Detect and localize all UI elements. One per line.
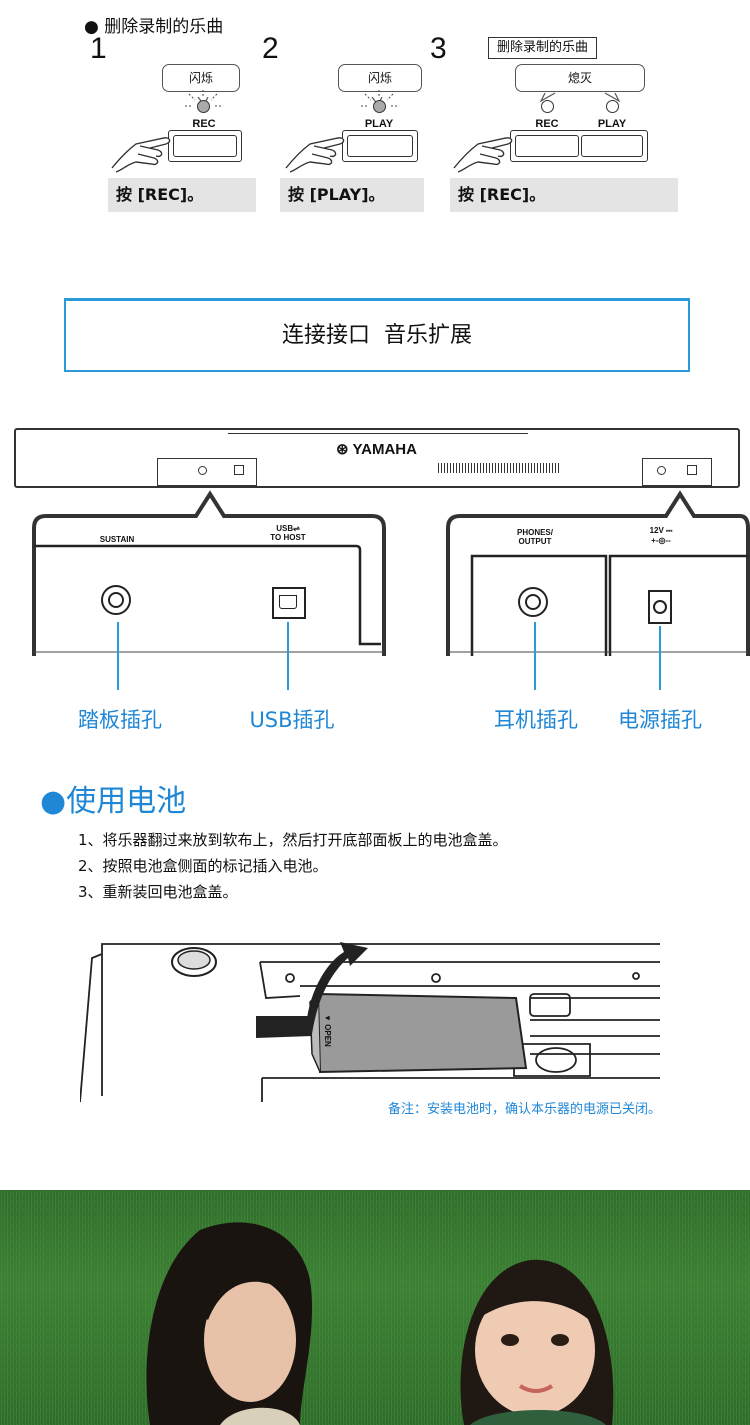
usb-symbol-icon: ⇌ [293, 524, 300, 533]
phones-port-label: 耳机插孔 [494, 708, 578, 732]
usb-port-icon [234, 465, 244, 475]
button-frame [510, 130, 648, 162]
section-banner: 连接接口 音乐扩展 [64, 298, 690, 372]
rec-button-label: REC [535, 118, 559, 130]
rec-button[interactable] [173, 135, 237, 157]
instruction-line: 2、按照电池盒侧面的标记插入电池。 [78, 857, 328, 875]
sustain-jack-icon [198, 466, 207, 475]
play-lamp-icon [606, 100, 619, 113]
battery-compartment-illustration [79, 936, 660, 1110]
polarity-icon: +-◎-- [651, 536, 671, 545]
leader-line [659, 626, 661, 690]
dc-in-jack[interactable] [648, 590, 672, 624]
leader-line [534, 622, 536, 690]
left-zoom-callout [26, 488, 386, 662]
battery-section-title: ●使用电池 [40, 784, 187, 819]
play-lamp-icon [373, 100, 386, 113]
phones-jack-icon [657, 466, 666, 475]
step-number: 2 [262, 32, 279, 65]
play-button-label: PLAY [364, 118, 394, 130]
phones-output-jack[interactable] [518, 587, 548, 617]
sustain-jack[interactable] [101, 585, 131, 615]
right-jack-recess [642, 458, 712, 486]
status-bubble: 闪烁 [162, 64, 240, 92]
rec-lamp-icon [197, 100, 210, 113]
delete-song-heading: ● 删除录制的乐曲 [84, 17, 224, 37]
rec-button[interactable] [515, 135, 579, 157]
button-frame [168, 130, 242, 162]
leader-line [117, 622, 119, 690]
instruction-line: 1、将乐器翻过来放到软布上，然后打开底部面板上的电池盒盖。 [78, 831, 508, 849]
play-button[interactable] [581, 135, 643, 157]
bubble-pointer [515, 90, 645, 109]
status-bubble: 闪烁 [338, 64, 422, 92]
instruction-box: 按 [PLAY]。 [280, 178, 424, 212]
lcd-title-box: 删除录制的乐曲 [488, 37, 598, 59]
yamaha-logo: ⊛ YAMAHA [336, 441, 417, 458]
sustain-port-label: 踏板插孔 [78, 708, 162, 732]
rec-button-label: REC [192, 118, 216, 130]
phones-output-label: PHONES/ OUTPUT [516, 528, 553, 546]
battery-note: 备注：安装电池时，确认本乐器的电源已关闭。 [388, 1102, 662, 1117]
rec-lamp-icon [541, 100, 554, 113]
speaker-grille [438, 463, 560, 473]
usb-to-host-port[interactable] [272, 587, 306, 619]
bullet-icon: ● [84, 17, 99, 37]
play-button[interactable] [347, 135, 413, 157]
instruction-box: 按 [REC]。 [108, 178, 256, 212]
sustain-label: SUSTAIN [99, 535, 135, 544]
power-port-label: 电源插孔 [618, 708, 702, 732]
dc-in-icon [687, 465, 697, 475]
blink-rays-icon [361, 90, 397, 120]
open-label: ▼ OPEN [323, 1014, 332, 1047]
pressing-hand-icon [110, 128, 172, 178]
tuning-fork-icon: ⊛ [336, 441, 349, 458]
lifestyle-photo [0, 1190, 750, 1425]
play-button-label: PLAY [597, 118, 627, 130]
status-bubble: 熄灭 [515, 64, 645, 92]
dc-in-label: 12V ⎓ +-◎-- [649, 526, 673, 545]
instruction-line: 3、重新装回电池盒盖。 [78, 883, 238, 901]
piano-rear-panel [14, 428, 740, 488]
bullet-icon: ● [40, 784, 67, 819]
left-jack-recess [157, 458, 257, 486]
arrow-down-icon: ▼ [323, 1014, 332, 1022]
usb-port-label: USB插孔 [249, 708, 335, 732]
blink-rays-icon [185, 90, 221, 120]
right-zoom-callout [444, 488, 750, 662]
leader-line [287, 622, 289, 690]
step-number: 3 [430, 32, 447, 65]
step-number: 1 [90, 32, 107, 65]
piano-top-edge [228, 428, 528, 434]
usb-label: USB⇌ TO HOST [270, 524, 306, 542]
pressing-hand-icon [284, 128, 346, 178]
button-frame [342, 130, 418, 162]
dc-symbol-icon: ⎓ [666, 526, 673, 535]
instruction-box: 按 [REC]。 [450, 178, 678, 212]
pressing-hand-icon [452, 128, 514, 178]
